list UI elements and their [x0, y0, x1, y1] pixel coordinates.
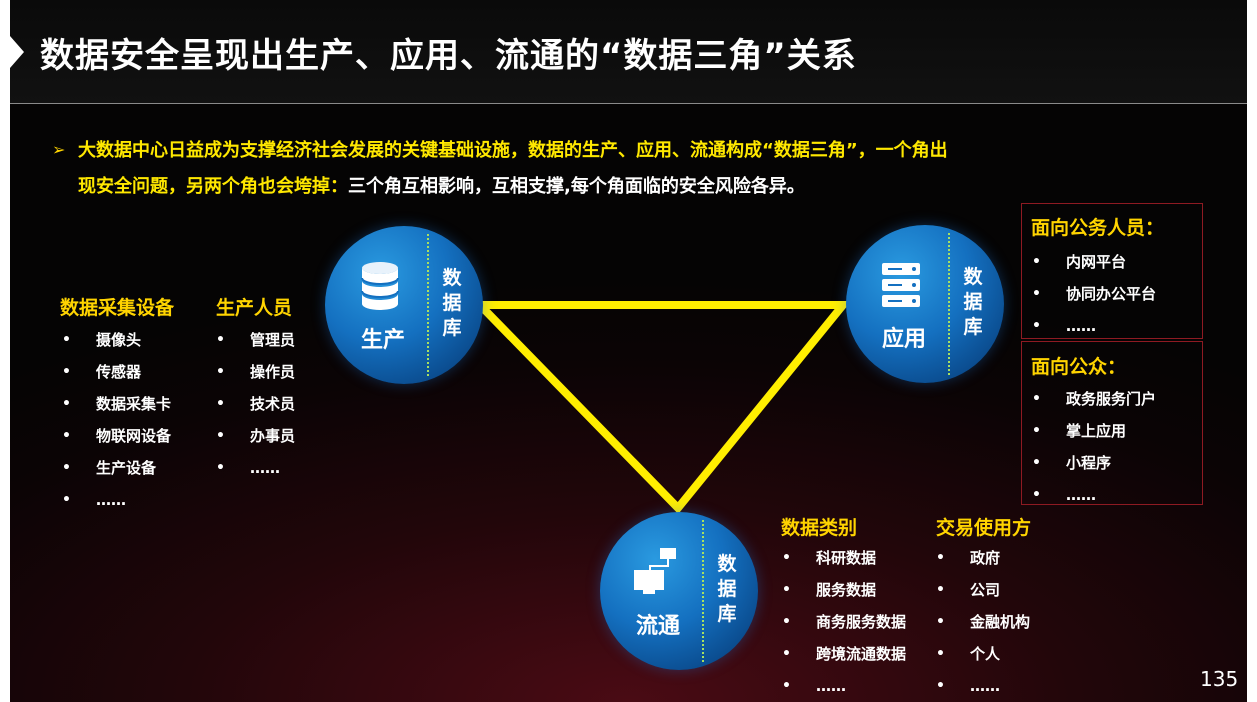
list-item: 物联网设备 — [62, 420, 171, 452]
list-item: 商务服务数据 — [782, 606, 906, 638]
node-name: 流通 — [635, 614, 680, 639]
parties-heading: 交易使用方 — [936, 517, 1032, 539]
divider — [702, 520, 704, 662]
list-item: 个人 — [936, 638, 1030, 670]
title-arrow-icon — [10, 36, 24, 68]
divider — [427, 234, 429, 376]
data-triangle — [470, 301, 852, 515]
intro-line-1: 大数据中心日益成为支撑经济社会发展的关键基础设施，数据的生产、应用、流通构成“数… — [78, 140, 948, 161]
slide-title: 数据安全呈现出生产、应用、流通的“数据三角”关系 — [40, 36, 857, 76]
node-db-label: 数据库 — [717, 553, 737, 625]
slide: 数据安全呈现出生产、应用、流通的“数据三角”关系 ➢ 大数据中心日益成为支撑经济… — [10, 0, 1247, 702]
list-item: 传感器 — [62, 356, 171, 388]
list-item: 管理员 — [216, 324, 295, 356]
categories-heading: 数据类别 — [781, 517, 858, 539]
list-item: 服务数据 — [782, 574, 906, 606]
intro-rest: 三个角互相影响，互相支撑,每个角面临的安全风险各异。 — [348, 176, 805, 197]
page-number: 135 — [1200, 667, 1239, 691]
devices-list: 摄像头 传感器 数据采集卡 物联网设备 生产设备 …… — [62, 324, 171, 516]
list-item: 小程序 — [1032, 447, 1156, 479]
list-item: 政府 — [936, 542, 1030, 574]
list-item: 生产设备 — [62, 452, 171, 484]
intro-line-2: 现安全问题，另两个角也会垮掉：三个角互相影响，互相支撑,每个角面临的安全风险各异… — [78, 172, 805, 198]
list-item: 协同办公平台 — [1032, 278, 1156, 310]
list-item: 公司 — [936, 574, 1030, 606]
list-item: 跨境流通数据 — [782, 638, 906, 670]
list-item: 摄像头 — [62, 324, 171, 356]
node-production: 生产 数据库 — [325, 226, 483, 384]
list-item: …… — [216, 452, 295, 484]
parties-list: 政府 公司 金融机构 个人 …… — [936, 542, 1030, 702]
public-list: 政务服务门户 掌上应用 小程序 …… — [1032, 383, 1156, 511]
node-name: 生产 — [360, 328, 405, 353]
bullet-arrow-icon: ➢ — [52, 140, 66, 159]
list-item: …… — [782, 670, 906, 702]
title-bar: 数据安全呈现出生产、应用、流通的“数据三角”关系 — [10, 0, 1247, 104]
list-item: …… — [1032, 310, 1156, 342]
list-item: 科研数据 — [782, 542, 906, 574]
network-computer-icon — [630, 546, 680, 598]
civil-servants-heading: 面向公务人员： — [1031, 217, 1165, 239]
list-item: 数据采集卡 — [62, 388, 171, 420]
public-heading: 面向公众： — [1031, 356, 1127, 378]
list-item: …… — [936, 670, 1030, 702]
list-item: 金融机构 — [936, 606, 1030, 638]
list-item: 掌上应用 — [1032, 415, 1156, 447]
categories-list: 科研数据 服务数据 商务服务数据 跨境流通数据 …… — [782, 542, 906, 702]
list-item: 内网平台 — [1032, 246, 1156, 278]
node-name: 应用 — [881, 327, 926, 352]
list-item: …… — [1032, 479, 1156, 511]
civil-servants-list: 内网平台 协同办公平台 …… — [1032, 246, 1156, 342]
server-icon — [876, 259, 926, 311]
list-item: …… — [62, 484, 171, 516]
list-item: 技术员 — [216, 388, 295, 420]
devices-heading: 数据采集设备 — [60, 297, 175, 319]
list-item: 办事员 — [216, 420, 295, 452]
divider — [948, 233, 950, 375]
database-icon — [355, 260, 405, 312]
node-db-label: 数据库 — [963, 266, 983, 338]
personnel-list: 管理员 操作员 技术员 办事员 …… — [216, 324, 295, 484]
list-item: 政务服务门户 — [1032, 383, 1156, 415]
triangle-shape — [470, 301, 852, 515]
node-db-label: 数据库 — [442, 267, 462, 339]
intro-highlight: 现安全问题，另两个角也会垮掉： — [78, 176, 348, 197]
personnel-heading: 生产人员 — [216, 297, 293, 319]
list-item: 操作员 — [216, 356, 295, 388]
node-application: 应用 数据库 — [846, 225, 1004, 383]
node-circulation: 流通 数据库 — [600, 512, 758, 670]
